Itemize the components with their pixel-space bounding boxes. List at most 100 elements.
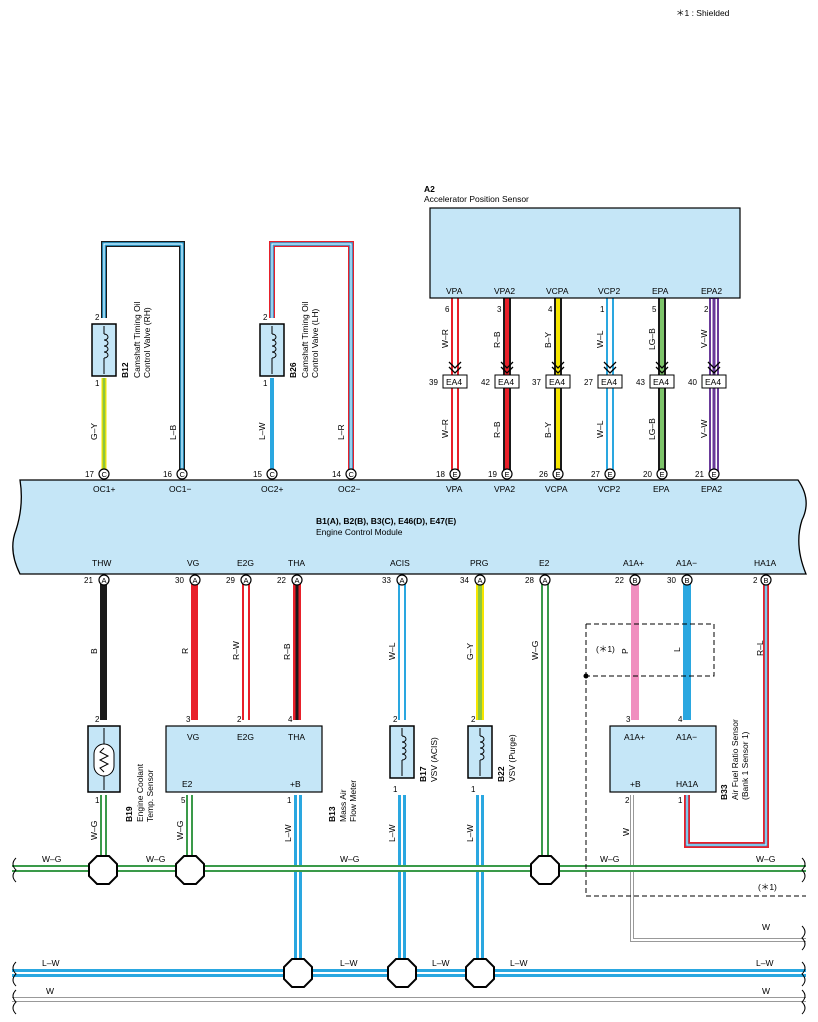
diagram-label: +B: [630, 779, 641, 789]
diagram-label: W–G: [756, 854, 775, 864]
diagram-label: 4: [548, 305, 553, 314]
diagram-label: W–G: [600, 854, 619, 864]
diagram-label: L–W: [387, 825, 397, 842]
diagram-label: L–W: [756, 958, 773, 968]
diagram-label: 42: [481, 378, 490, 387]
diagram-label: VPA: [446, 286, 463, 296]
diagram-label: B–Y: [543, 422, 553, 438]
diagram-label: 27: [591, 470, 600, 479]
diagram-label: ACIS: [390, 558, 410, 568]
diagram-label: B: [89, 648, 99, 654]
splice-5: [387, 958, 417, 988]
diagram-label: B17: [418, 766, 428, 782]
diagram-label: 18: [436, 470, 445, 479]
aps-wire-labels: W–R R–B B–Y W–L LG–B V–W W–R R–B B–Y W–L…: [440, 328, 709, 440]
aps-name: Accelerator Position Sensor: [424, 194, 529, 204]
diagram-label: THA: [288, 732, 305, 742]
diagram-label: R: [180, 648, 190, 654]
diagram-label: L–W: [432, 958, 449, 968]
diagram-label: (Bank 1 Sensor 1): [740, 731, 750, 800]
diagram-label: (＊1): [758, 882, 777, 892]
ecm-bottom-pins: THW VG E2G THA ACIS PRG E2 A1A+ A1A− HA1…: [84, 558, 777, 586]
aps-code: A2: [424, 184, 435, 194]
diagram-label: 43: [636, 378, 645, 387]
diagram-label: 1: [600, 305, 605, 314]
coil-icon: [401, 728, 407, 776]
diagram-label: B–Y: [543, 332, 553, 348]
diagram-label: L–W: [340, 958, 357, 968]
diagram-label: W–G: [175, 821, 185, 840]
diagram-label: B: [633, 576, 638, 585]
ecm-bottom-wire-labels: B R R–W R–B W–L G–Y W–G P L R–L: [89, 640, 765, 660]
diagram-label: A1A−: [676, 558, 697, 568]
diagram-label: E: [712, 470, 717, 479]
diagram-label: W–G: [146, 854, 165, 864]
b33-air-fuel-ratio-sensor: 3 4 A1A+ A1A− +B HA1A 2 1 B33 Air Fuel R…: [609, 715, 750, 836]
diagram-label: 1: [678, 796, 683, 805]
diagram-label: 14: [332, 470, 341, 479]
diagram-label: C: [180, 470, 186, 479]
diagram-label: 3: [626, 715, 631, 724]
diagram-label: EA4: [705, 377, 721, 387]
diagram-label: VPA2: [494, 484, 515, 494]
diagram-label: W–R: [440, 329, 450, 348]
diagram-label: 2: [753, 576, 758, 585]
diagram-label: 3: [186, 715, 191, 724]
diagram-label: OC1−: [169, 484, 191, 494]
diagram-label: W: [621, 828, 631, 836]
diagram-label: Camshaft Timing Oil: [132, 301, 142, 378]
splice-4: [283, 958, 313, 988]
diagram-label: VCPA: [546, 286, 569, 296]
diagram-label: V–W: [699, 330, 709, 348]
splice-3: [530, 855, 560, 885]
diagram-label: 5: [652, 305, 657, 314]
diagram-label: R–B: [282, 643, 292, 660]
diagram-label: 16: [163, 470, 172, 479]
diagram-label: W–G: [42, 854, 61, 864]
diagram-label: A1A+: [624, 732, 645, 742]
diagram-label: 1: [393, 785, 398, 794]
diagram-label: R–W: [231, 641, 241, 660]
diagram-label: 1: [95, 379, 100, 388]
diagram-label: THA: [288, 558, 305, 568]
diagram-label: C: [270, 470, 276, 479]
diagram-label: W: [762, 922, 770, 932]
diagram-label: 6: [445, 305, 450, 314]
diagram-label: 40: [688, 378, 697, 387]
diagram-label: E2G: [237, 558, 254, 568]
diagram-label: 39: [429, 378, 438, 387]
diagram-label: E: [556, 470, 561, 479]
diagram-label: 2: [625, 796, 630, 805]
b26-wires: [269, 241, 354, 474]
ecm-bottom-wires: [100, 582, 769, 862]
ecm-body: B1(A), B2(B), B3(C), E46(D), E47(E) Engi…: [12, 479, 807, 575]
diagram-label: EA4: [549, 377, 565, 387]
diagram-label: 21: [84, 576, 93, 585]
diagram-label: L–W: [257, 423, 267, 440]
diagram-label: 2: [95, 313, 100, 322]
b12-camshaft-valve-rh: 2 1 B12 Camshaft Timing Oil Control Valv…: [89, 301, 178, 440]
diagram-label: 19: [488, 470, 497, 479]
diagram-label: 34: [460, 576, 469, 585]
diagram-label: VSV (Purge): [507, 734, 517, 782]
diagram-label: +B: [290, 779, 301, 789]
diagram-label: 5: [181, 796, 186, 805]
diagram-label: A1A−: [676, 732, 697, 742]
diagram-label: W–G: [340, 854, 359, 864]
diagram-label: (＊1): [596, 644, 615, 654]
diagram-label: G–Y: [89, 423, 99, 440]
diagram-label: W: [46, 986, 54, 996]
diagram-label: 4: [678, 715, 683, 724]
diagram-label: A: [244, 576, 249, 585]
diagram-label: P: [620, 648, 630, 654]
diagram-label: G–Y: [465, 643, 475, 660]
bus-end-marks: [12, 857, 806, 1015]
diagram-label: 15: [253, 470, 262, 479]
diagram-label: W–L: [595, 420, 605, 438]
diagram-label: THW: [92, 558, 111, 568]
diagram-label: Temp. Sensor: [145, 769, 155, 822]
diagram-label: 2: [263, 313, 268, 322]
diagram-label: 3: [497, 305, 502, 314]
diagram-label: 21: [695, 470, 704, 479]
